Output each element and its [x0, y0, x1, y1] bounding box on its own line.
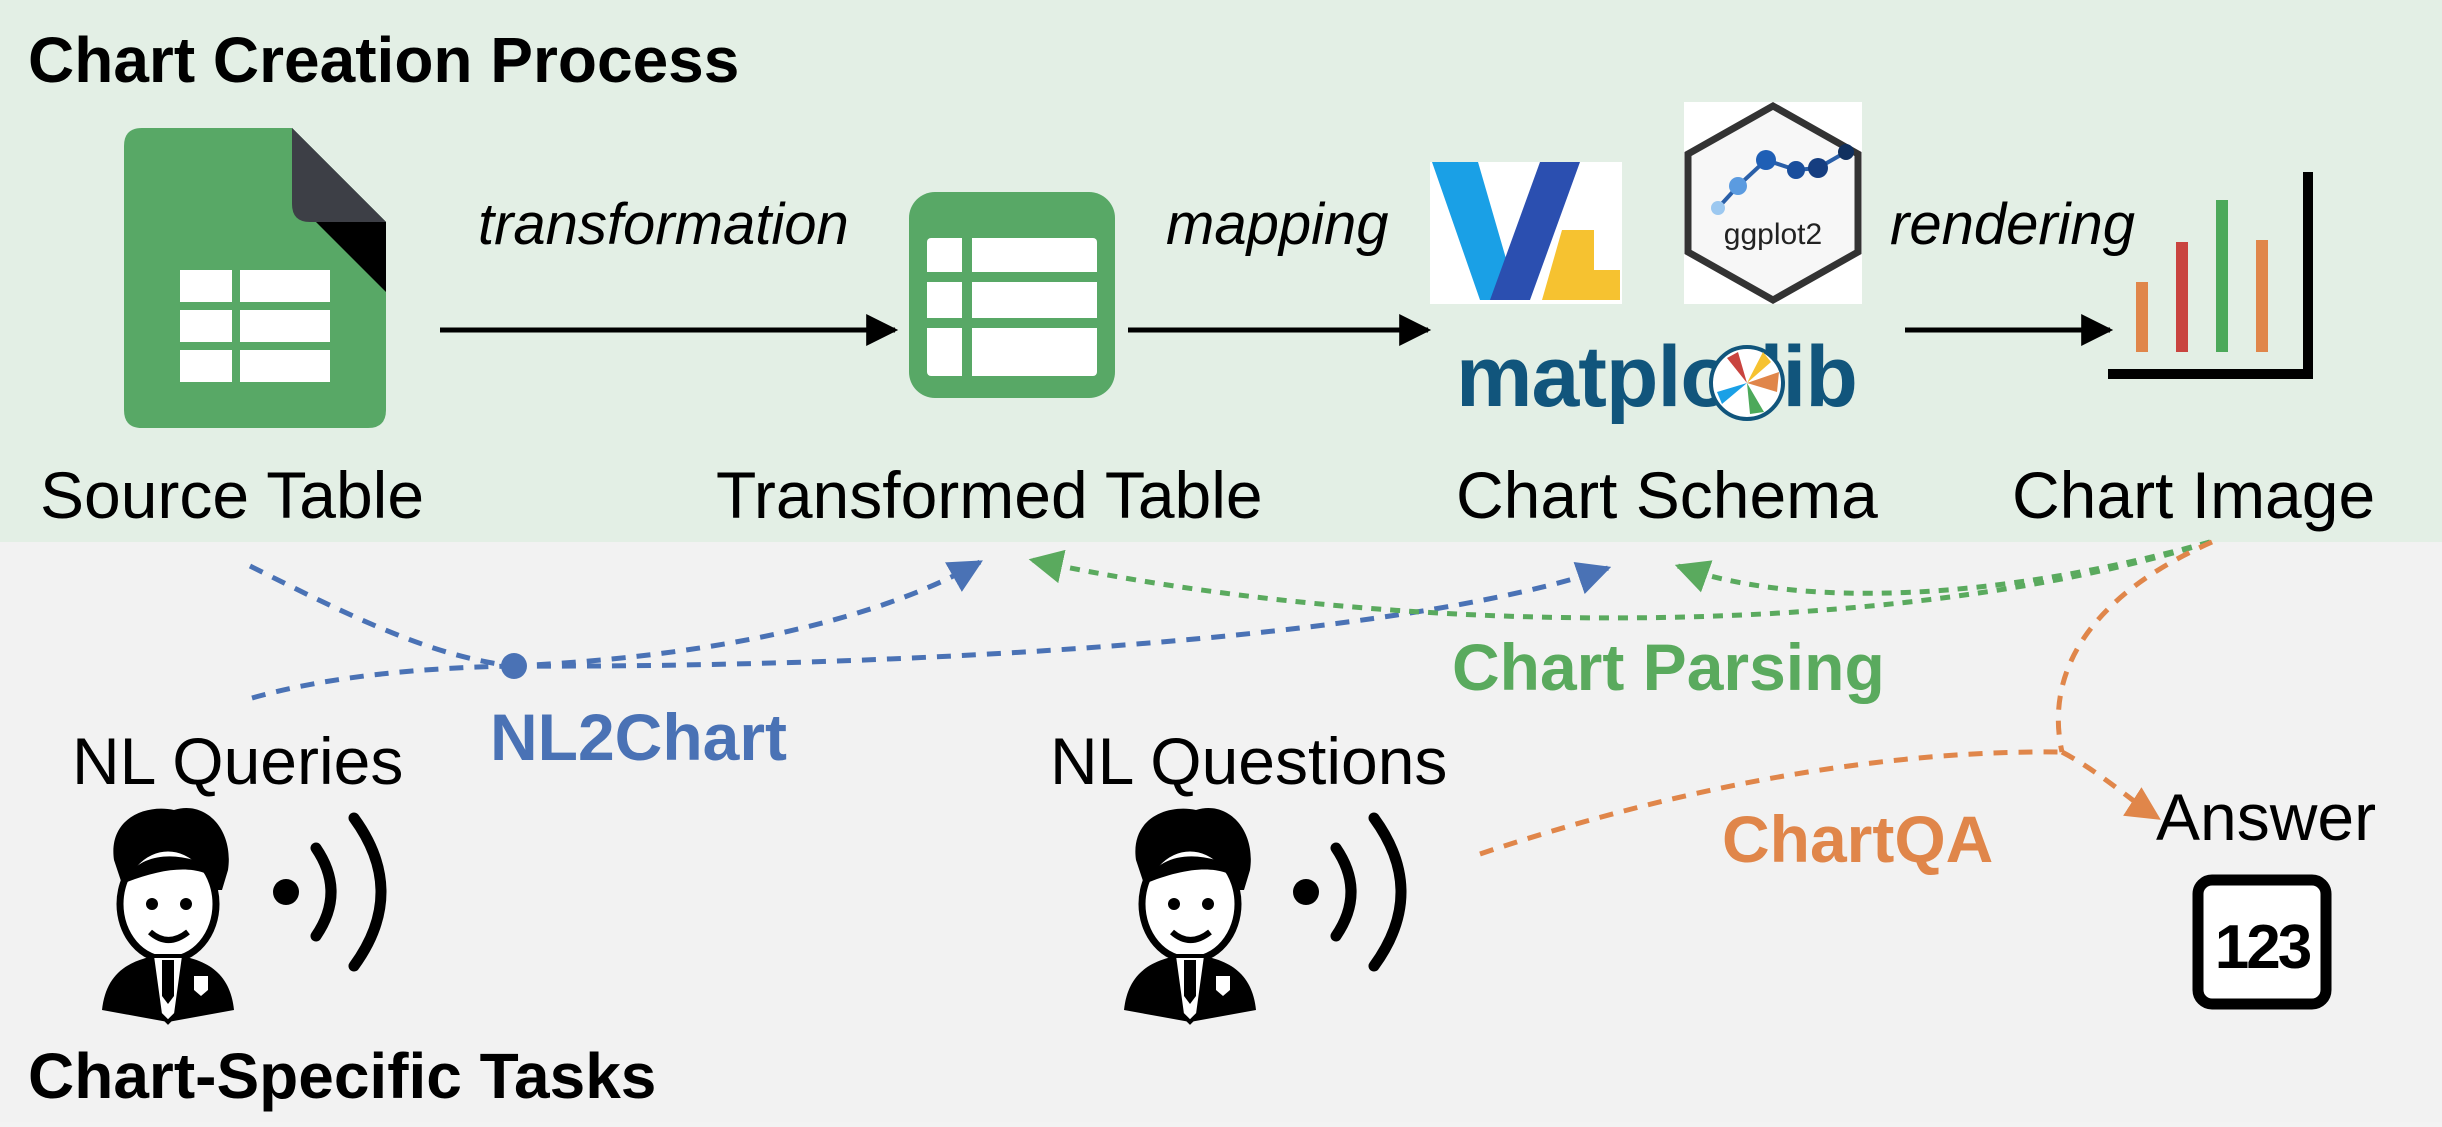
matplotlib-logo-text: matplotlib — [1456, 329, 1857, 425]
chart-schema-label: Chart Schema — [1456, 458, 1878, 532]
person-icon-questions — [1124, 808, 1256, 1025]
chart-creation-title: Chart Creation Process — [28, 24, 739, 96]
spreadsheet-file-icon — [124, 128, 386, 428]
nl-queries-label: NL Queries — [72, 724, 403, 798]
matplotlib-wheel-icon — [1709, 345, 1785, 421]
nl-questions-label: NL Questions — [1050, 724, 1447, 798]
nl2chart-to-transformed-arrow — [511, 559, 983, 669]
ggplot2-logo-text: ggplot2 — [1724, 218, 1822, 251]
vega-lite-logo: VL — [1430, 162, 1622, 304]
bar-chart-icon — [2108, 172, 2313, 379]
person-icon-queries — [102, 808, 234, 1025]
chartqa-label: ChartQA — [1722, 802, 1993, 876]
matplotlib-logo: matplotlib — [1456, 329, 1858, 425]
ggplot2-logo: ggplot2 — [1684, 101, 1862, 305]
chartqa-to-answer-arrow — [2060, 749, 2161, 821]
nl2chart-label: NL2Chart — [490, 700, 787, 774]
table-icon — [909, 192, 1115, 398]
parsing-to-transformed-arrow — [1028, 539, 2211, 621]
number-badge-icon: 123 — [2192, 874, 2332, 1010]
speaking-waves-icon-queries — [273, 812, 387, 972]
speaking-waves-icon-questions — [1293, 812, 1407, 972]
answer-label: Answer — [2156, 780, 2376, 854]
answer-glyph: 123 — [2215, 913, 2311, 982]
nl2chart-junction-dot — [501, 653, 527, 679]
chart-parsing-label: Chart Parsing — [1452, 630, 1885, 704]
parsing-to-schema-arrow — [1674, 539, 2211, 596]
nl2chart-source-flow — [248, 563, 513, 669]
transformed-table-label: Transformed Table — [716, 458, 1263, 532]
mapping-label: mapping — [1166, 192, 1388, 257]
chart-tasks-title: Chart-Specific Tasks — [28, 1040, 656, 1112]
chartqa-image-flow — [2055, 539, 2214, 753]
source-table-label: Source Table — [40, 458, 424, 532]
transformation-label: transformation — [478, 192, 849, 257]
nl2chart-to-schema-arrow — [511, 561, 1612, 669]
chart-creation-panel — [0, 0, 2442, 542]
rendering-label: rendering — [1890, 192, 2135, 257]
nl2chart-query-flow — [251, 663, 513, 701]
chart-image-label: Chart Image — [2012, 458, 2375, 532]
